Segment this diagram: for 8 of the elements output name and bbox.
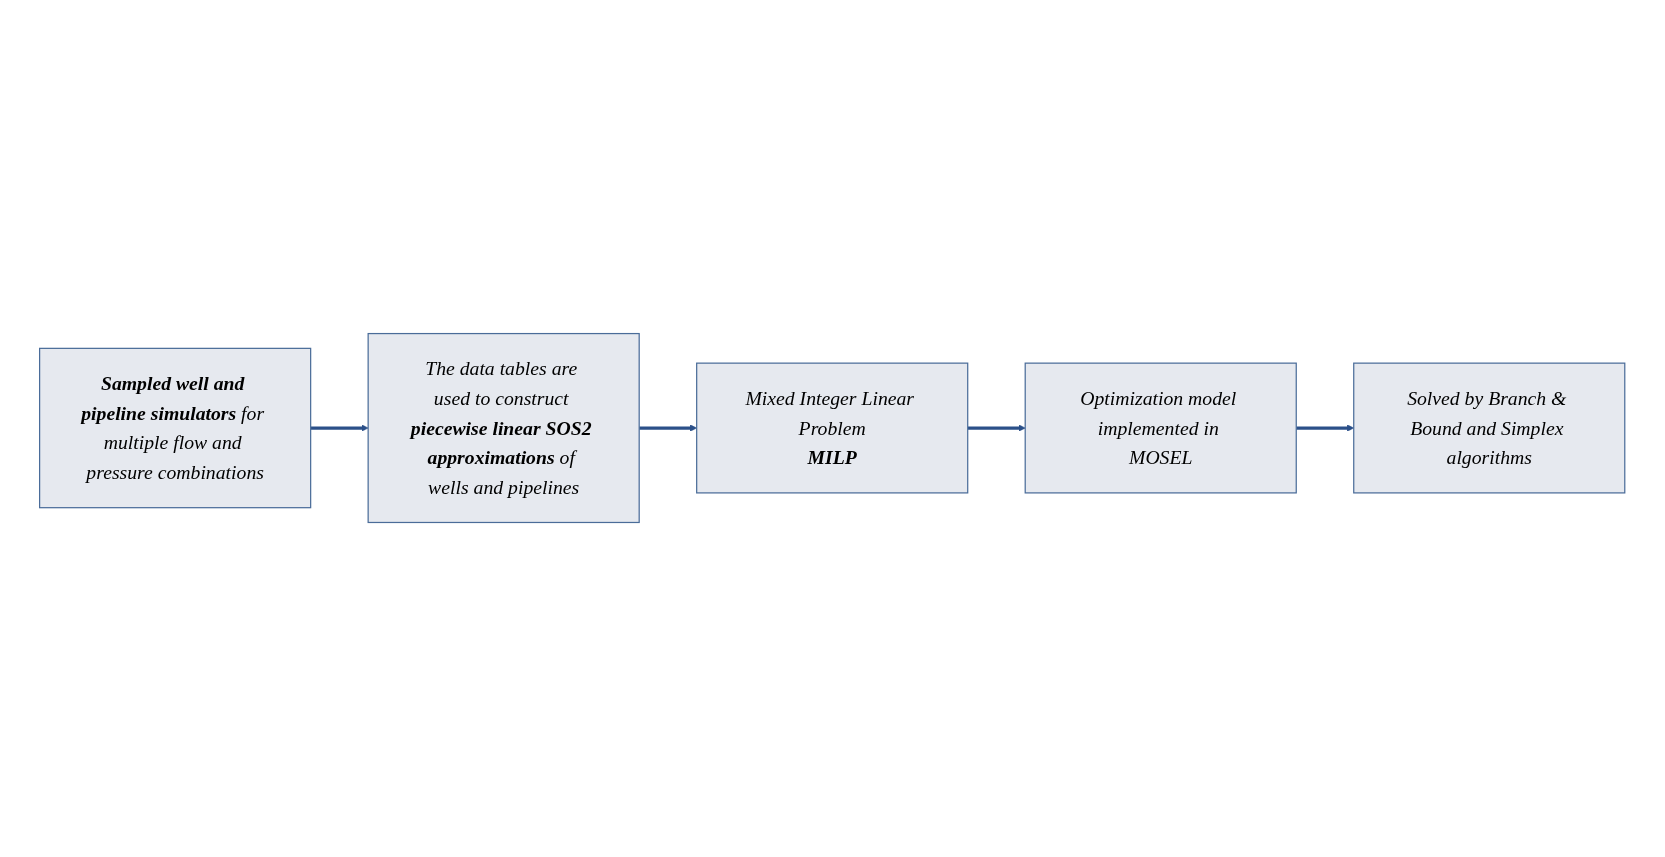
arrow — [310, 424, 369, 433]
node-box: The data tables are used to construct piecewise linear SOS2 approximations of wells and pipelines — [367, 333, 641, 524]
node-box: Solved by Branch & Bound and Simplex algorithms — [1353, 363, 1626, 494]
node-box: Optimization model implemented in MOSEL — [1024, 363, 1298, 494]
node-box: Sampled well and pipeline simulators for multiple flow and pressure combinations — [39, 348, 312, 509]
node-box: Mixed Integer Linear Problem MILP — [696, 363, 969, 494]
arrow — [968, 424, 1026, 433]
arrow — [1296, 424, 1355, 433]
